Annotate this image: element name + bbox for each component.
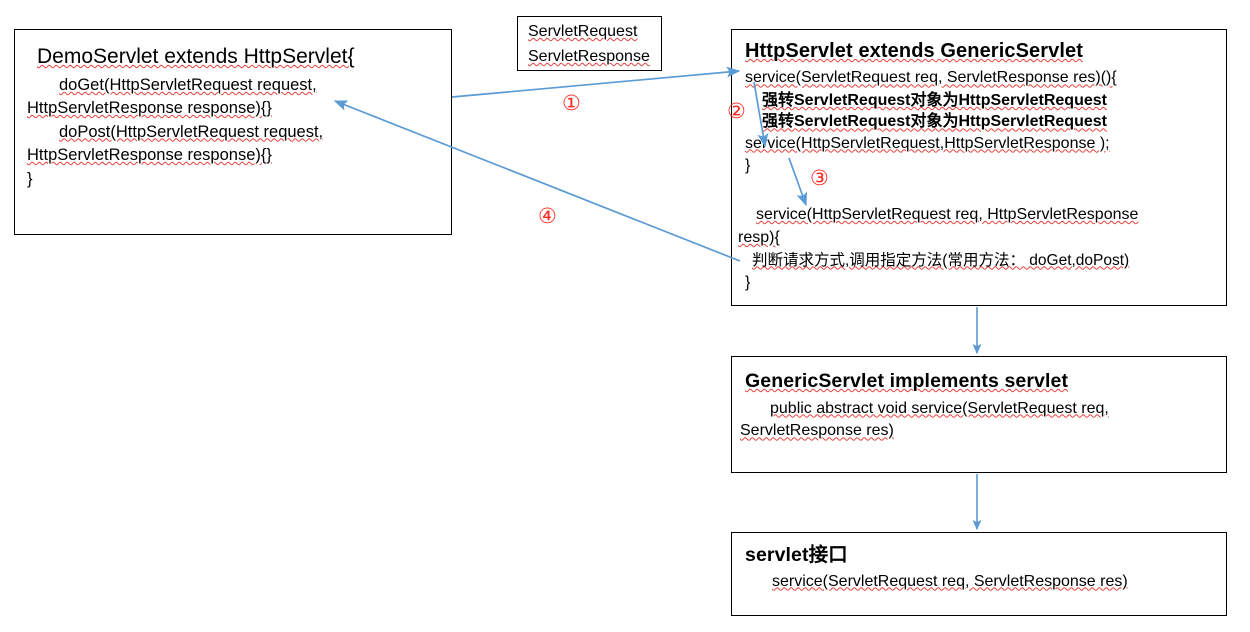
demo-servlet-title-text: DemoServlet extends HttpServlet{ (37, 45, 355, 68)
http-servlet-overload-signature-1-text: service(HttpServletRequest req, HttpServ… (756, 206, 1139, 224)
servlet-interface-signature-text: service(ServletRequest req, ServletRespo… (772, 572, 1128, 590)
demo-servlet-content: DemoServlet extends HttpServlet{ doGet(H… (15, 30, 451, 195)
http-servlet-overload-signature-2: resp){ (738, 227, 1220, 250)
demo-servlet-doget-cont-text: HttpServletResponse response){} (27, 99, 272, 118)
demo-servlet-body: doGet(HttpServletRequest request, HttpSe… (27, 74, 443, 191)
arrow-1-demo-to-httpservlet (451, 66, 741, 98)
servlet-request-line: ServletRequest (528, 20, 657, 45)
http-servlet-cast-line-1-text: 强转ServletRequest对象为HttpServletRequest (762, 92, 1107, 110)
generic-servlet-signature-1: public abstract void service(ServletRequ… (740, 398, 1220, 421)
http-servlet-close-brace-1: } (745, 157, 751, 175)
servlet-request-text: ServletRequest (528, 23, 638, 40)
generic-servlet-signature-2-text: ServletResponse res) (740, 422, 894, 440)
http-servlet-title-text: HttpServlet extends GenericServlet (745, 40, 1083, 62)
http-servlet-overload-note-text: 判断请求方式,调用指定方法(常用方法： doGet,doPost) (752, 251, 1130, 269)
http-servlet-overload-signature-2-text: resp){ (738, 228, 780, 246)
demo-servlet-dopost-cont-text: HttpServletResponse response){} (27, 146, 272, 165)
http-servlet-box: HttpServlet extends GenericServlet servi… (731, 29, 1227, 306)
servlet-request-response-box: ServletRequest ServletResponse (517, 16, 662, 71)
generic-servlet-content: GenericServlet implements servlet public… (732, 357, 1226, 447)
demo-servlet-close-brace: } (27, 169, 33, 188)
http-servlet-cast-line-1: 强转ServletRequest对象为HttpServletRequest (762, 90, 1220, 111)
http-servlet-overload-signature-1: service(HttpServletRequest req, HttpServ… (756, 204, 1220, 227)
servlet-interface-box: servlet接口 service(ServletRequest req, Se… (731, 532, 1227, 616)
generic-servlet-title-text: GenericServlet implements servlet (745, 370, 1069, 392)
http-servlet-cast-line-2-text: 强转ServletRequest对象为HttpServletRequest (762, 113, 1107, 131)
marker-step-2: ② (727, 99, 746, 123)
http-servlet-service-signature: service(ServletRequest req, ServletRespo… (745, 67, 1220, 90)
generic-servlet-title: GenericServlet implements servlet (745, 368, 1220, 396)
http-servlet-close-brace-2: } (745, 273, 751, 291)
servlet-request-response-content: ServletRequest ServletResponse (518, 17, 661, 72)
demo-servlet-box: DemoServlet extends HttpServlet{ doGet(H… (14, 29, 452, 235)
http-servlet-content: HttpServlet extends GenericServlet servi… (732, 30, 1226, 298)
http-servlet-inner-call: service(HttpServletRequest,HttpServletRe… (745, 133, 1220, 156)
servlet-interface-content: servlet接口 service(ServletRequest req, Se… (732, 533, 1226, 597)
generic-servlet-signature-2: ServletResponse res) (740, 420, 1220, 443)
demo-servlet-doget-line2: HttpServletResponse response){} (27, 97, 443, 120)
demo-servlet-doget-text: doGet(HttpServletRequest request, (59, 75, 317, 94)
generic-servlet-box: GenericServlet implements servlet public… (731, 356, 1227, 473)
marker-step-3: ③ (810, 166, 829, 190)
servlet-response-text: ServletResponse (528, 47, 650, 65)
marker-step-1: ① (562, 91, 581, 115)
servlet-response-line: ServletResponse (528, 45, 657, 70)
demo-servlet-dopost-line1: doPost(HttpServletRequest request, (27, 121, 443, 144)
demo-servlet-dopost-text: doPost(HttpServletRequest request, (59, 122, 324, 141)
generic-servlet-signature-1-text: public abstract void service(ServletRequ… (770, 399, 1109, 417)
generic-servlet-body: public abstract void service(ServletRequ… (740, 398, 1220, 443)
http-servlet-overload-note: 判断请求方式,调用指定方法(常用方法： doGet,doPost) (752, 250, 1220, 272)
http-servlet-inner-call-text: service(HttpServletRequest,HttpServletRe… (745, 134, 1110, 152)
demo-servlet-dopost-line2: HttpServletResponse response){} (27, 144, 443, 167)
http-servlet-title: HttpServlet extends GenericServlet (745, 37, 1220, 65)
marker-step-4: ④ (538, 204, 557, 228)
http-servlet-service-signature-text: service(ServletRequest req, ServletRespo… (745, 69, 1117, 87)
demo-servlet-doget-line1: doGet(HttpServletRequest request, (27, 74, 443, 97)
servlet-interface-title: servlet接口 (745, 544, 848, 566)
http-servlet-cast-line-2: 强转ServletRequest对象为HttpServletRequest (762, 111, 1220, 132)
demo-servlet-title: DemoServlet extends HttpServlet{ (37, 42, 443, 72)
servlet-interface-signature: service(ServletRequest req, ServletRespo… (772, 571, 1220, 594)
